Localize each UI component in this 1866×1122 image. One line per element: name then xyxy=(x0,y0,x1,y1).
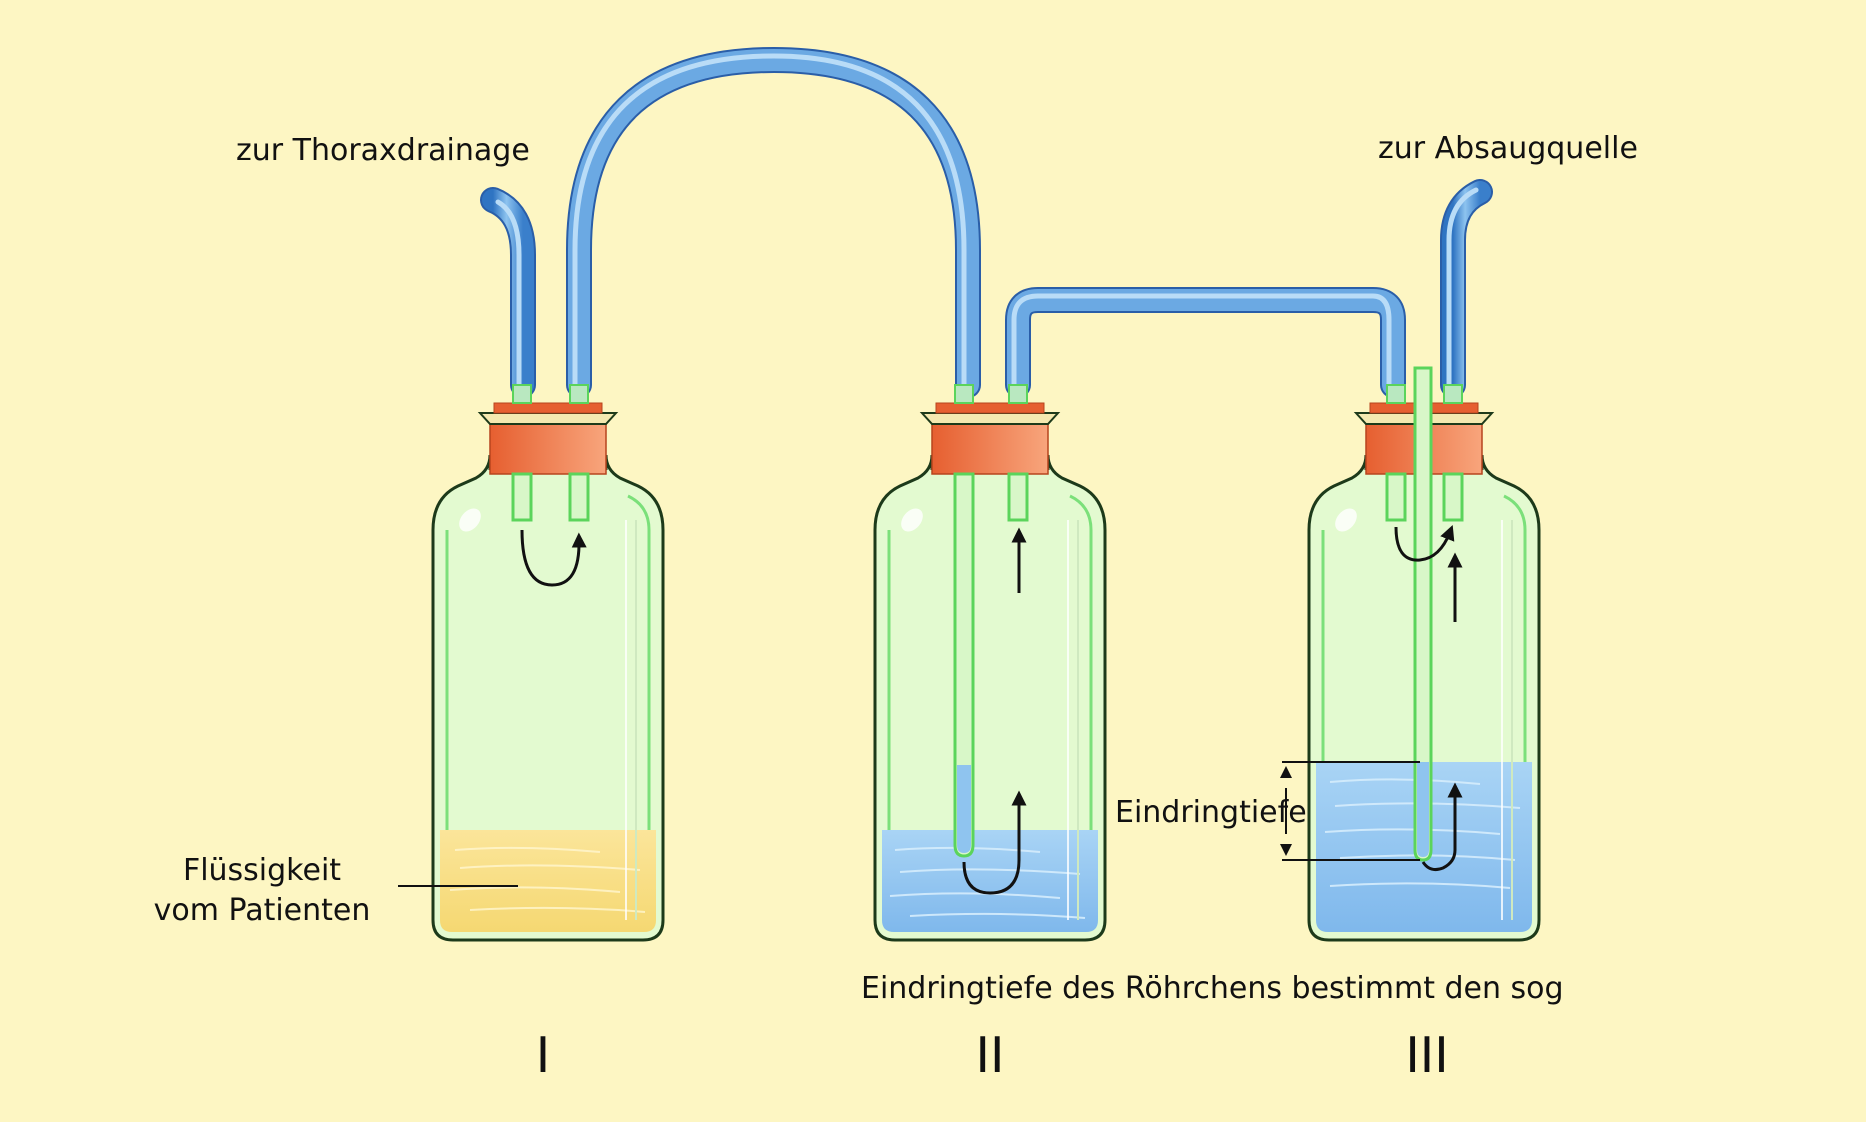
flow-arrow-bottle-i xyxy=(520,529,587,587)
water-seal xyxy=(882,830,1098,932)
numeral-bottle-i: I xyxy=(536,1026,550,1084)
bottle-i xyxy=(431,384,665,942)
bottle-ii-stopper xyxy=(931,423,1049,475)
label-depth: Eindringtiefe xyxy=(1115,795,1307,830)
tube-ii-to-iii xyxy=(1005,287,1406,398)
patient-fluid xyxy=(440,830,656,932)
tube-system xyxy=(480,46,1493,398)
label-to-thorax: zur Thoraxdrainage xyxy=(236,133,530,168)
label-caption: Eindringtiefe des Röhrchens bestimmt den… xyxy=(861,971,1564,1006)
label-to-suction: zur Absaugquelle xyxy=(1378,131,1638,166)
flow-arrow-bottle-ii-bubble xyxy=(962,790,1027,895)
tube-to-suction xyxy=(1440,179,1493,398)
tube-arch-i-to-ii xyxy=(566,46,981,398)
bottle-ii xyxy=(873,384,1107,942)
numeral-bottle-iii: III xyxy=(1405,1026,1448,1084)
numeral-bottle-ii: II xyxy=(976,1026,1005,1084)
label-fluid-line1: Flüssigkeit xyxy=(183,853,341,888)
tube-from-thorax xyxy=(480,187,536,398)
flow-arrow-bottle-iii-bubble xyxy=(1421,782,1463,871)
bottle-iii xyxy=(1280,366,1541,942)
bottle-ii-glass xyxy=(873,454,1107,942)
bottle-i-glass xyxy=(431,454,665,942)
label-fluid-line2: vom Patienten xyxy=(154,893,371,928)
bottle-i-stopper xyxy=(489,423,607,475)
flow-arrow-bottle-iii-top xyxy=(1394,525,1455,562)
